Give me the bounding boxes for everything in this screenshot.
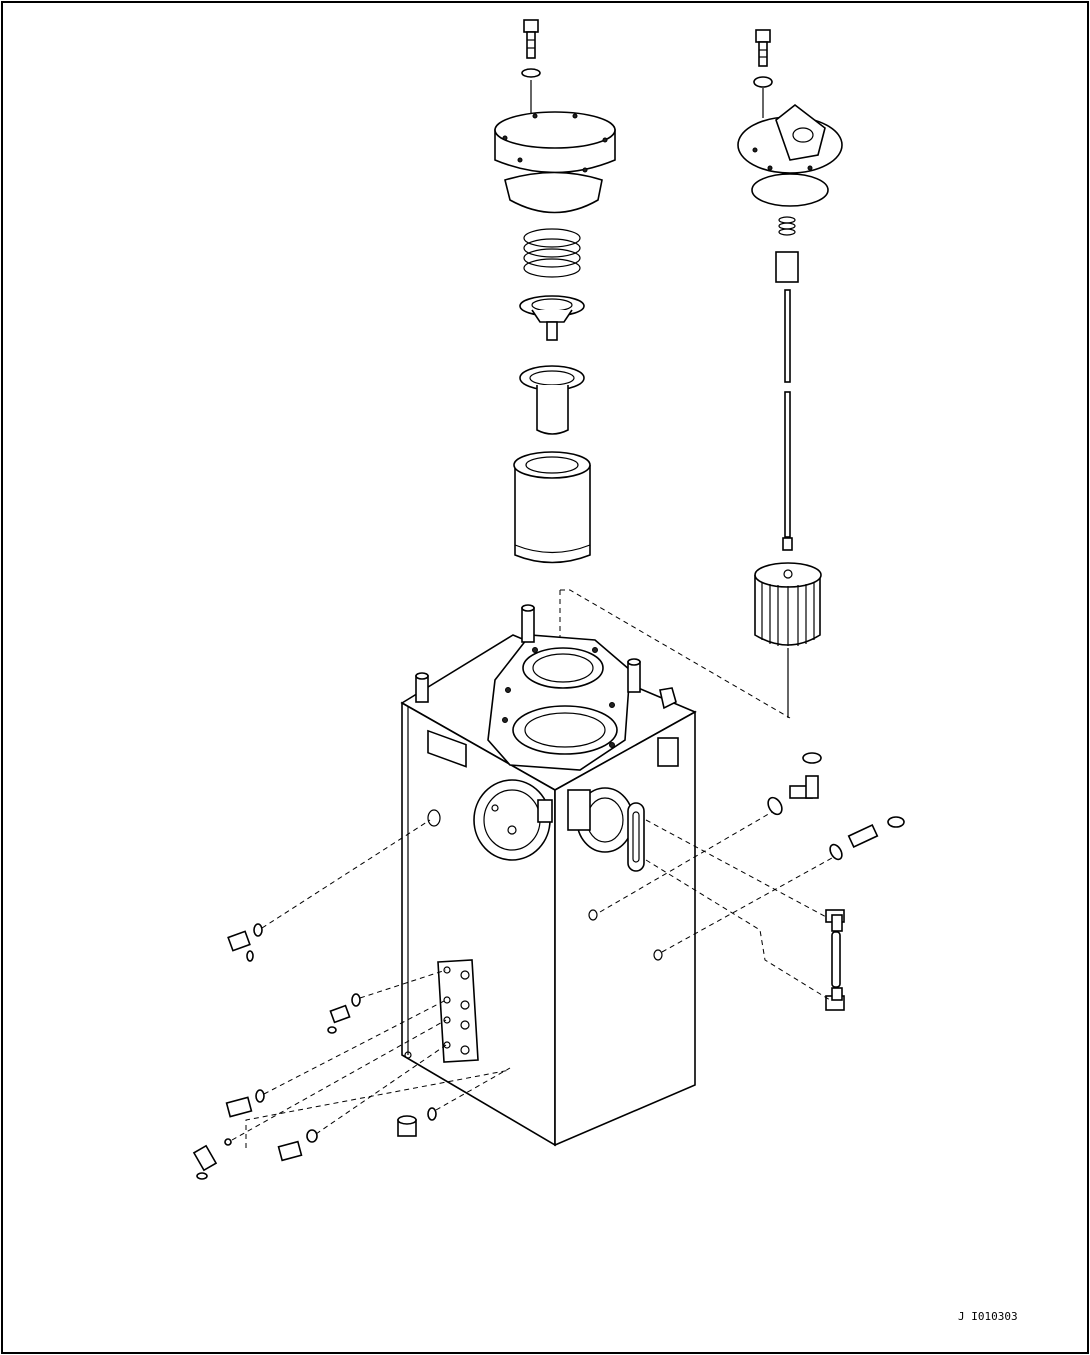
part-11-oring: [224, 1138, 232, 1146]
part-29-bolt: [523, 19, 539, 59]
part-18-plug: [227, 930, 251, 952]
part-21-drain-plug: [397, 1115, 417, 1137]
part-2-elbow-upper: [825, 909, 845, 932]
part-36-gasket: [751, 173, 829, 207]
part-32-nut: [775, 251, 799, 283]
part-17-oring-upper: [255, 1089, 265, 1103]
part-13-plug: [329, 1004, 351, 1024]
part-14-oring: [351, 993, 361, 1007]
part-25-valve: [519, 295, 585, 341]
part-12-cap: [196, 1172, 208, 1180]
part-20-oring: [246, 950, 254, 962]
part-26-spring: [523, 228, 581, 278]
part-4-elbow: [789, 775, 819, 799]
part-23-filter-element: [513, 451, 591, 564]
part-27-cover: [494, 111, 616, 174]
part-31-level-rod: [782, 289, 793, 551]
drawing-code: J I010303: [958, 1310, 1018, 1323]
part-15-oring: [327, 1026, 337, 1034]
part-34-strainer: [754, 562, 822, 646]
part-28-gasket: [504, 171, 603, 214]
part-17-oring-lower: [306, 1129, 318, 1143]
part-30-washer: [521, 68, 541, 78]
part-2-elbow-lower: [825, 987, 845, 1011]
part-7-connector: [847, 824, 879, 848]
part-22-oring: [427, 1107, 437, 1121]
part-3-hose: [831, 931, 841, 988]
part-35-breather-cap: [737, 103, 843, 174]
part-5-oring: [767, 796, 783, 816]
part-37-bolt: [755, 29, 771, 67]
part-38-washer: [753, 76, 773, 88]
part-16-plug-lower: [277, 1140, 303, 1162]
part-1-hydraulic-tank: [400, 604, 697, 1147]
part-19-oring: [253, 923, 263, 937]
part-33-spring: [778, 216, 796, 236]
part-6-cap: [802, 752, 822, 764]
part-9-cap: [887, 816, 905, 828]
part-16-plug-upper: [225, 1096, 253, 1118]
part-10-fitting: [192, 1144, 218, 1172]
part-24-strainer: [519, 365, 585, 435]
part-8-oring: [829, 843, 843, 861]
